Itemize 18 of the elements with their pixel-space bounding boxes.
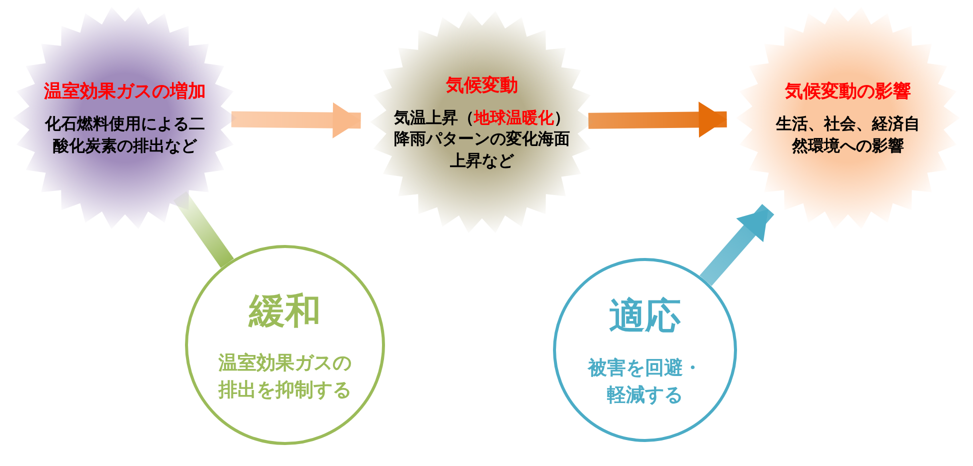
description: 被害を回避・軽減する — [586, 356, 703, 408]
description: 気温上昇（地球温暖化）降雨パターンの変化海面上昇など — [394, 106, 570, 172]
heading: 気候変動の影響 — [785, 80, 911, 104]
description: 温室効果ガスの排出を抑制する — [217, 350, 352, 402]
circle-node — [185, 245, 385, 445]
starburst-node — [736, 6, 960, 230]
heading: 適応 — [609, 294, 681, 339]
arrow — [231, 102, 361, 138]
heading: 気候変動 — [446, 74, 518, 97]
description: 化石燃料使用による二酸化炭素の排出など — [44, 113, 206, 157]
starburst-node — [370, 10, 594, 234]
circle-node — [553, 258, 737, 442]
arrow — [700, 204, 774, 286]
description: 生活、社会、経済自然環境への影響 — [776, 113, 920, 157]
starburst-node — [13, 6, 237, 230]
heading: 温室効果ガスの増加 — [44, 80, 206, 104]
arrow — [588, 102, 727, 138]
heading: 緩和 — [249, 290, 321, 334]
